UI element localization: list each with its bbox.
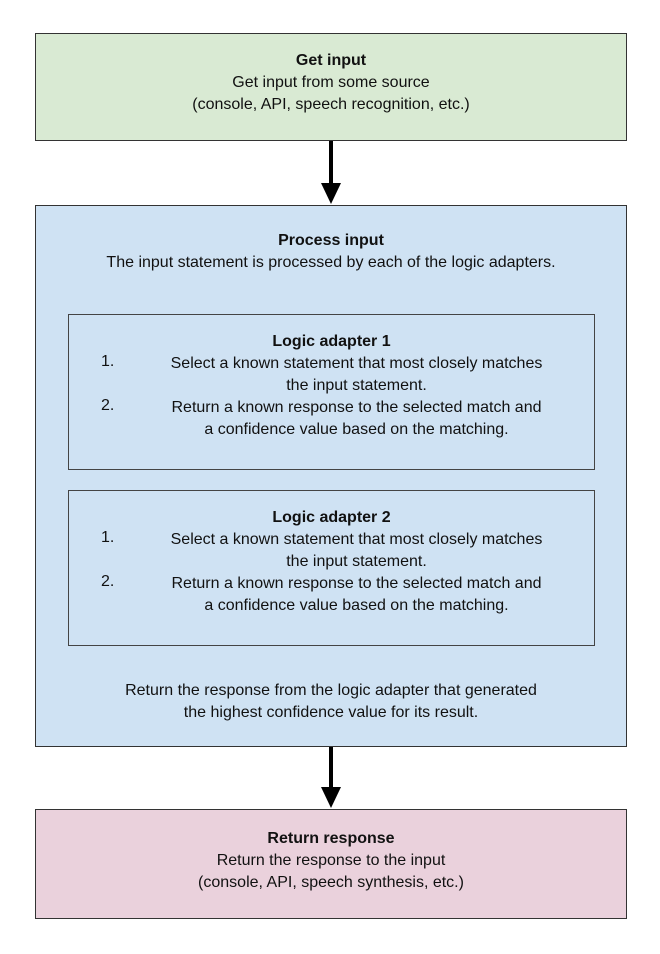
logic-adapter-1-step-1: 1. Select a known statement that most cl… <box>69 353 594 397</box>
step-number: 2. <box>101 397 115 414</box>
logic-adapter-1-title: Logic adapter 1 <box>272 333 391 350</box>
step-line: the input statement. <box>286 553 427 570</box>
process-input-title: Process input <box>278 232 384 249</box>
arrow-down-icon <box>321 141 341 204</box>
logic-adapter-2-box: Logic adapter 2 1. Select a known statem… <box>68 490 595 646</box>
arrow-down-icon <box>321 747 341 808</box>
get-input-line-1: Get input from some source <box>232 74 430 91</box>
logic-adapter-2-step-1: 1. Select a known statement that most cl… <box>69 529 594 573</box>
step-number: 2. <box>101 573 115 590</box>
logic-adapter-1-step-2: 2. Return a known response to the select… <box>69 397 594 441</box>
logic-adapter-2-title: Logic adapter 2 <box>272 509 391 526</box>
step-line: Return a known response to the selected … <box>171 399 542 416</box>
step-line: Select a known statement that most close… <box>170 355 543 372</box>
logic-adapter-2-step-2: 2. Return a known response to the select… <box>69 573 594 617</box>
return-response-box: Return response Return the response to t… <box>35 809 627 919</box>
step-line: Return a known response to the selected … <box>171 575 542 592</box>
get-input-title: Get input <box>295 52 367 69</box>
step-line: the input statement. <box>286 377 427 394</box>
process-input-footer: Return the response from the logic adapt… <box>36 680 626 724</box>
process-input-subtitle: The input statement is processed by each… <box>106 254 556 271</box>
step-line: Select a known statement that most close… <box>170 531 543 548</box>
process-footer-line-2: the highest confidence value for its res… <box>183 704 479 721</box>
process-input-box: Process input The input statement is pro… <box>35 205 627 747</box>
get-input-line-2: (console, API, speech recognition, etc.) <box>192 96 470 113</box>
return-response-line-1: Return the response to the input <box>216 852 446 869</box>
return-response-title: Return response <box>267 830 395 847</box>
process-footer-line-1: Return the response from the logic adapt… <box>125 682 537 699</box>
get-input-box: Get input Get input from some source (co… <box>35 33 627 141</box>
step-line: a confidence value based on the matching… <box>204 421 509 438</box>
step-number: 1. <box>101 353 115 370</box>
return-response-line-2: (console, API, speech synthesis, etc.) <box>198 874 464 891</box>
step-number: 1. <box>101 529 115 546</box>
logic-adapter-1-box: Logic adapter 1 1. Select a known statem… <box>68 314 595 470</box>
step-line: a confidence value based on the matching… <box>204 597 509 614</box>
